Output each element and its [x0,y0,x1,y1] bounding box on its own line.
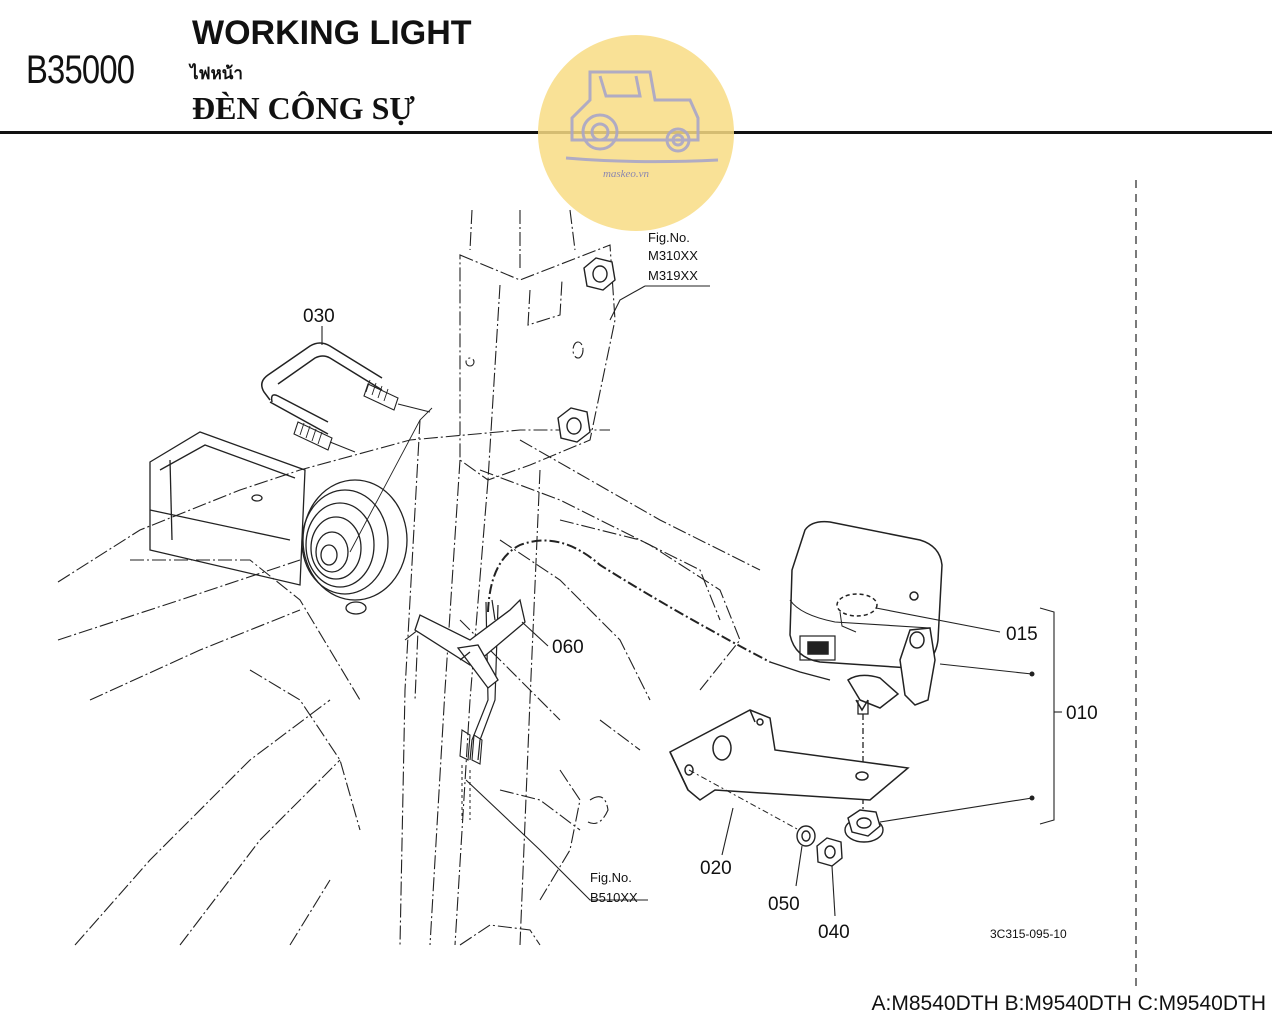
leader-lines [321,285,1062,917]
callout-030: 030 [303,306,335,327]
tractor-body-outline [57,429,761,946]
cable-tie-part-060 [414,598,526,689]
work-lamp-part-015 [789,520,943,712]
callout-060: 060 [552,637,584,658]
fig-ref-top-1: M310XX [648,248,698,263]
u-bolt-part-030 [261,342,431,453]
fig-ref-top-label: Fig.No. [648,230,690,245]
watermark-logo: maskeo.vn [538,35,734,231]
washer-part-050 [796,825,816,847]
title-thai: ไฟหน้า [190,64,243,84]
fig-ref-top-2: M319XX [648,268,698,283]
fig-ref-bottom-label: Fig.No. [590,870,632,885]
fig-ref-bottom: B510XX [590,890,638,905]
callout-040: 040 [818,922,850,943]
callout-050: 050 [768,894,800,915]
bracket-part-020 [669,709,910,837]
pillar-mount-nuts [557,257,616,443]
flange-nut [844,809,884,843]
model-applicability: A:M8540DTH B:M9540DTH C:M9540DTH [871,992,1266,1015]
title-english: WORKING LIGHT [192,14,472,52]
callout-010: 010 [1066,703,1098,724]
tractor-icon [565,70,719,164]
callout-020: 020 [700,858,732,879]
part-group-code: B35000 [26,48,135,92]
rops-pillar [399,209,616,946]
leader-dots [1029,671,1035,801]
hex-nut-part-040 [816,837,843,867]
callout-015: 015 [1006,624,1038,645]
watermark-text: maskeo.vn [603,168,650,180]
title-vietnamese: ĐÈN CÔNG SỰ [192,90,415,126]
rear-combination-lamp [149,431,408,615]
drawing-id: 3C315-095-10 [990,927,1067,941]
